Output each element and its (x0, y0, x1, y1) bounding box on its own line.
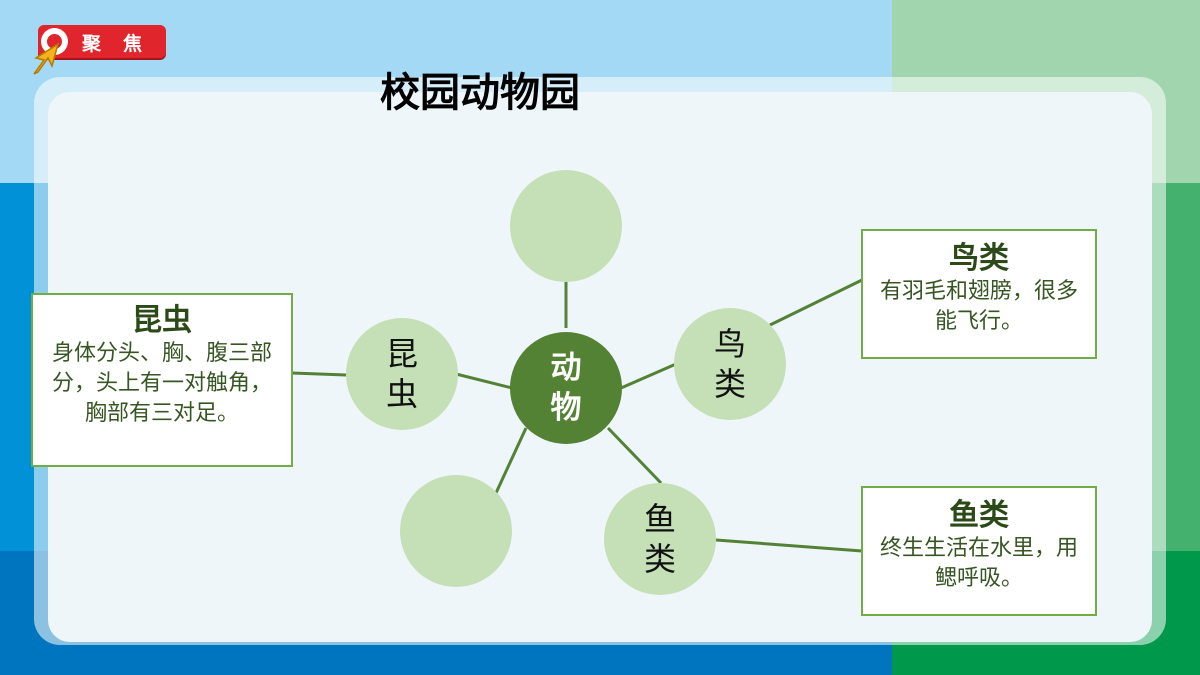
fish-box-desc: 终生生活在水里，用鳃呼吸。 (879, 536, 1078, 591)
connector-center-bottom (494, 427, 528, 494)
node-top-empty (510, 170, 622, 282)
connector-bird-box (769, 278, 863, 327)
node-fish-label: 鱼类 (643, 500, 676, 578)
connector-center-bird (620, 362, 677, 390)
bird-info-box: 鸟类 有羽毛和翅膀，很多能飞行。 (861, 229, 1097, 359)
page-title: 校园动物园 (380, 70, 580, 116)
node-center-animal: 动物 (510, 332, 622, 444)
node-bird: 鸟类 (674, 308, 786, 420)
node-bird-label: 鸟类 (713, 325, 746, 403)
connector-center-insect (455, 372, 513, 390)
insect-info-box: 昆虫 身体分头、胸、腹三部分，头上有一对触角，胸部有三对足。 (31, 293, 293, 467)
node-insect: 昆虫 (346, 318, 458, 430)
focus-badge-label: 聚焦 (82, 33, 165, 55)
bird-box-title: 鸟类 (949, 241, 1009, 276)
node-insect-label: 昆虫 (385, 335, 418, 413)
fish-info-box: 鱼类 终生生活在水里，用鳃呼吸。 (861, 486, 1097, 616)
connector-fish-box (715, 538, 863, 553)
insect-box-title: 昆虫 (132, 303, 192, 338)
cursor-icon (33, 42, 60, 75)
fish-box-title: 鱼类 (949, 498, 1009, 533)
connector-insect-box (291, 371, 347, 377)
bird-box-desc: 有羽毛和翅膀，很多能飞行。 (879, 279, 1078, 334)
connector-center-fish (606, 426, 663, 485)
insect-box-desc: 身体分头、胸、腹三部分，头上有一对触角，胸部有三对足。 (51, 341, 272, 426)
node-center-label: 动物 (550, 350, 582, 426)
node-bottom-empty (400, 475, 512, 587)
node-fish: 鱼类 (604, 483, 716, 595)
